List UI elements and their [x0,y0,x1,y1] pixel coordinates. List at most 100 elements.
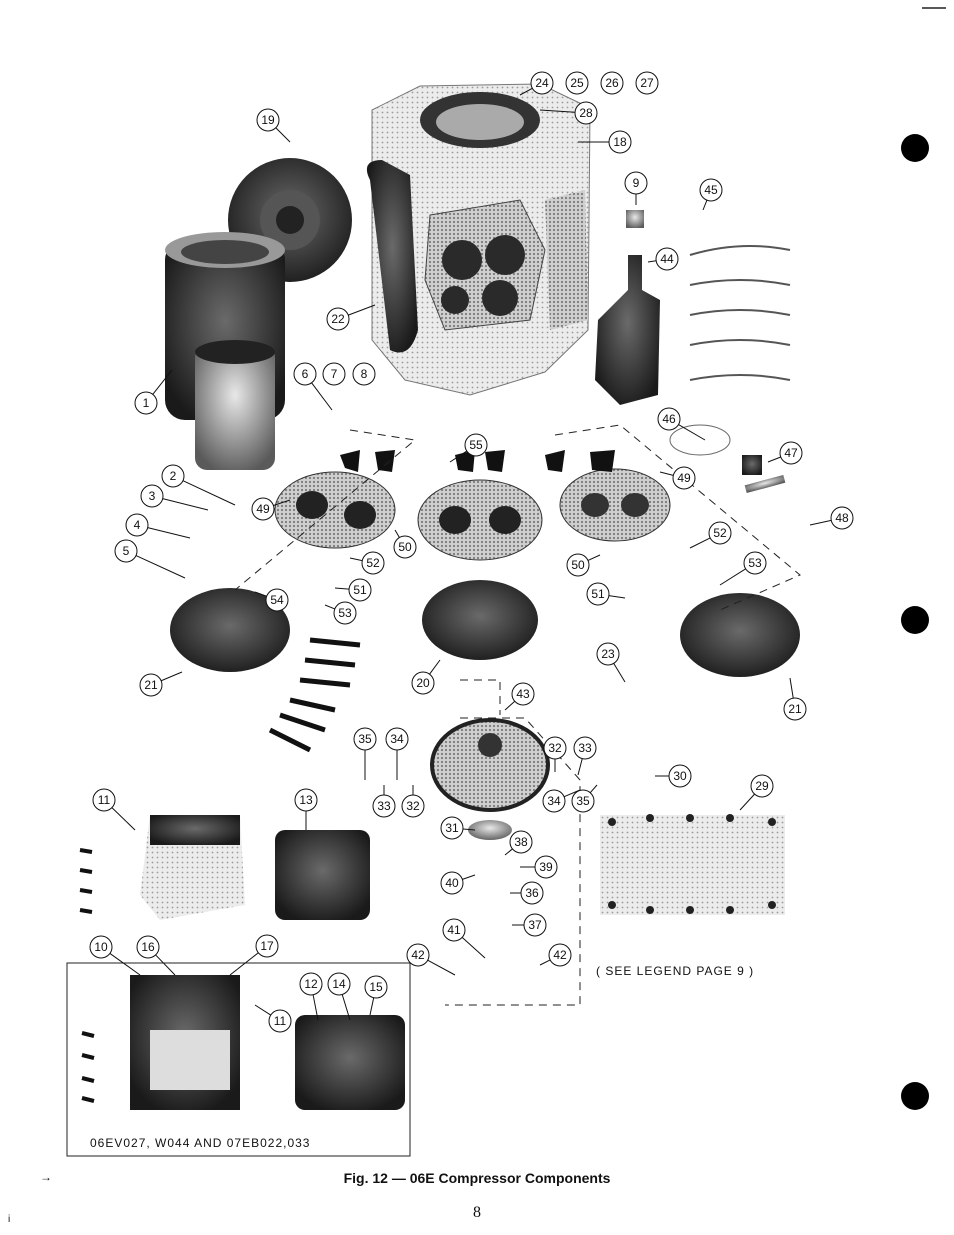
leader-line [312,994,319,1021]
leader-line [608,595,626,599]
callout-circle [571,789,595,813]
leader-line [135,555,186,579]
callout-number: 52 [366,556,380,570]
callout-number: 24 [535,76,549,90]
callout-number: 53 [338,606,352,620]
leader-line [449,450,468,463]
callout-number: 14 [332,977,346,991]
callout-circle [139,673,163,697]
leader-line [155,954,176,976]
callout-number: 21 [144,678,158,692]
callout-circle [743,551,767,575]
callout-circle [393,535,417,559]
callout-circle [542,789,566,813]
callout-number: 17 [260,939,274,953]
leader-line [348,304,376,316]
callout-circle [134,391,158,415]
callout-number: 21 [788,702,802,716]
callout-circle [574,101,598,125]
callout-number: 11 [98,793,111,807]
leader-line [589,784,598,794]
binder-hole [901,134,929,162]
leader-line [429,659,441,675]
callout-number: 44 [660,252,674,266]
callout-number: 19 [261,113,275,127]
leader-line [394,529,400,538]
leader-line [275,127,291,143]
callout-number: 45 [704,183,718,197]
margin-mark: i [8,1214,11,1225]
callout-number: 4 [134,518,141,532]
leader-line [147,527,191,539]
oil-pump-housing [140,815,245,920]
callout-circle [509,830,533,854]
leader-line [349,557,363,562]
leader-line [647,260,657,263]
callout-number: 37 [528,918,542,932]
bearing-head [430,718,550,812]
bottom-plate [600,814,785,915]
callout-number: 32 [548,741,562,755]
callout-number: 22 [331,312,345,326]
legend-reference: ( SEE LEGEND PAGE 9 ) [596,964,755,978]
crankshaft [595,255,660,405]
callout-number: 10 [94,940,108,954]
inset-frame [66,962,411,1157]
pump-pins [744,474,786,494]
leader-line [273,499,291,506]
callout-number: 35 [576,794,590,808]
callout-number: 34 [547,794,561,808]
callout-number: 5 [123,544,130,558]
callout-circle [655,247,679,271]
inset-model-label: 06EV027, W044 AND 07EB022,033 [90,1136,311,1150]
callout-number: 51 [353,583,367,597]
leader-line [577,758,583,776]
leader-line [587,554,601,561]
thrust-washer [468,820,512,840]
callout-number: 31 [445,821,459,835]
cylinder-head-left [170,588,290,672]
callout-number: 2 [170,469,177,483]
callout-circle [586,582,610,606]
seal [626,210,644,228]
head-bolts [268,637,361,753]
callout-circle [830,506,854,530]
callout-circle [573,736,597,760]
callout-circle [364,975,388,999]
callout-number: 41 [447,923,461,937]
callout-circle [783,697,807,721]
callout-number: 18 [613,135,627,149]
callout-number: 26 [605,76,619,90]
inset-screws [81,1031,95,1103]
callout-circle [255,934,279,958]
leader-line [504,848,513,856]
callout-circle [136,935,160,959]
inset-pump-block [295,1015,405,1110]
callout-circle [293,362,317,386]
callout-circle [89,935,113,959]
callout-number: 55 [469,438,483,452]
leader-line [462,874,476,880]
callout-circle [352,362,376,386]
callout-number: 51 [591,587,605,601]
callout-circle [411,671,435,695]
callout-number: 43 [516,687,530,701]
leader-line [427,959,456,976]
leader-lines [109,87,832,1021]
pump-ring [669,424,731,456]
leader-line [767,456,781,463]
leader-line [311,382,333,411]
callout-number: 20 [416,676,430,690]
leader-line [229,952,259,976]
callout-circle [299,972,323,996]
valve-plate-right [559,468,671,542]
callout-number: 39 [539,860,553,874]
callout-circle [265,588,289,612]
inset-oil-pump [130,975,240,1110]
callout-number: 11 [274,1014,287,1028]
callout-number: 35 [358,732,372,746]
leader-line [341,994,351,1021]
leader-line [563,789,581,798]
